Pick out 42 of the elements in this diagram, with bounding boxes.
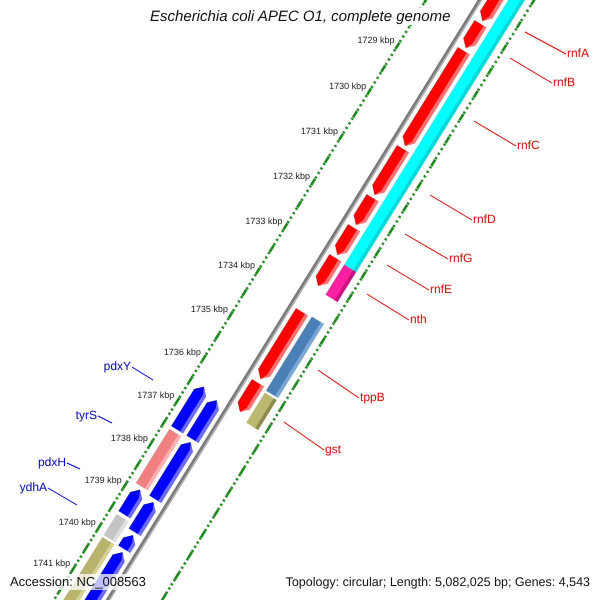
leader-line — [510, 58, 552, 84]
gene-label: gst — [325, 442, 342, 456]
position-label: 1729 kbp — [357, 34, 394, 46]
gene-label: tppB — [360, 390, 385, 404]
gene-label: pdxY — [104, 359, 131, 373]
position-label: 1734 kbp — [218, 260, 255, 271]
gene-label: rnfG — [449, 251, 472, 265]
accession-label: Accession: NC_008563 — [8, 574, 148, 590]
position-label: 1735 kbp — [190, 304, 228, 315]
leader-line — [386, 264, 430, 290]
gene-label: rnfC — [517, 138, 540, 152]
gene-label: rnfB — [553, 75, 576, 89]
leader-line — [524, 32, 566, 54]
gene-label: rnfD — [473, 212, 496, 226]
position-label: 1737 kbp — [137, 390, 174, 401]
position-label: 1731 kbp — [300, 126, 338, 137]
leader-line — [430, 194, 472, 220]
position-label: 1730 kbp — [329, 80, 366, 92]
leader-line — [366, 294, 410, 320]
gene-label: nth — [410, 312, 427, 326]
genome-stats-label: Topology: circular; Length: 5,082,025 bp; Genes: 4,543 — [286, 574, 590, 590]
gene-label: rnfA — [567, 46, 590, 60]
position-label: 1732 kbp — [273, 170, 310, 182]
position-label: 1736 kbp — [164, 346, 201, 358]
gene-label: tyrS — [76, 408, 97, 422]
gene-label: ydhA — [20, 480, 47, 494]
position-label: 1739 kbp — [84, 474, 122, 486]
gene-label: pdxH — [38, 455, 66, 469]
leader-line — [48, 488, 78, 506]
leader-line — [404, 234, 448, 260]
leader-line — [284, 422, 324, 450]
leader-line — [98, 416, 112, 424]
position-label: 1733 kbp — [245, 216, 282, 227]
leader-line — [66, 462, 80, 470]
position-label: 1738 kbp — [110, 432, 148, 444]
gene-label: rnfE — [430, 282, 452, 296]
position-label: 1740 kbp — [58, 516, 96, 528]
title: Escherichia coli APEC O1, complete genome — [150, 8, 450, 25]
leader-line — [132, 366, 154, 380]
leader-line — [474, 120, 516, 146]
position-label: 1741 kbp — [33, 558, 70, 569]
leader-line — [318, 370, 360, 398]
